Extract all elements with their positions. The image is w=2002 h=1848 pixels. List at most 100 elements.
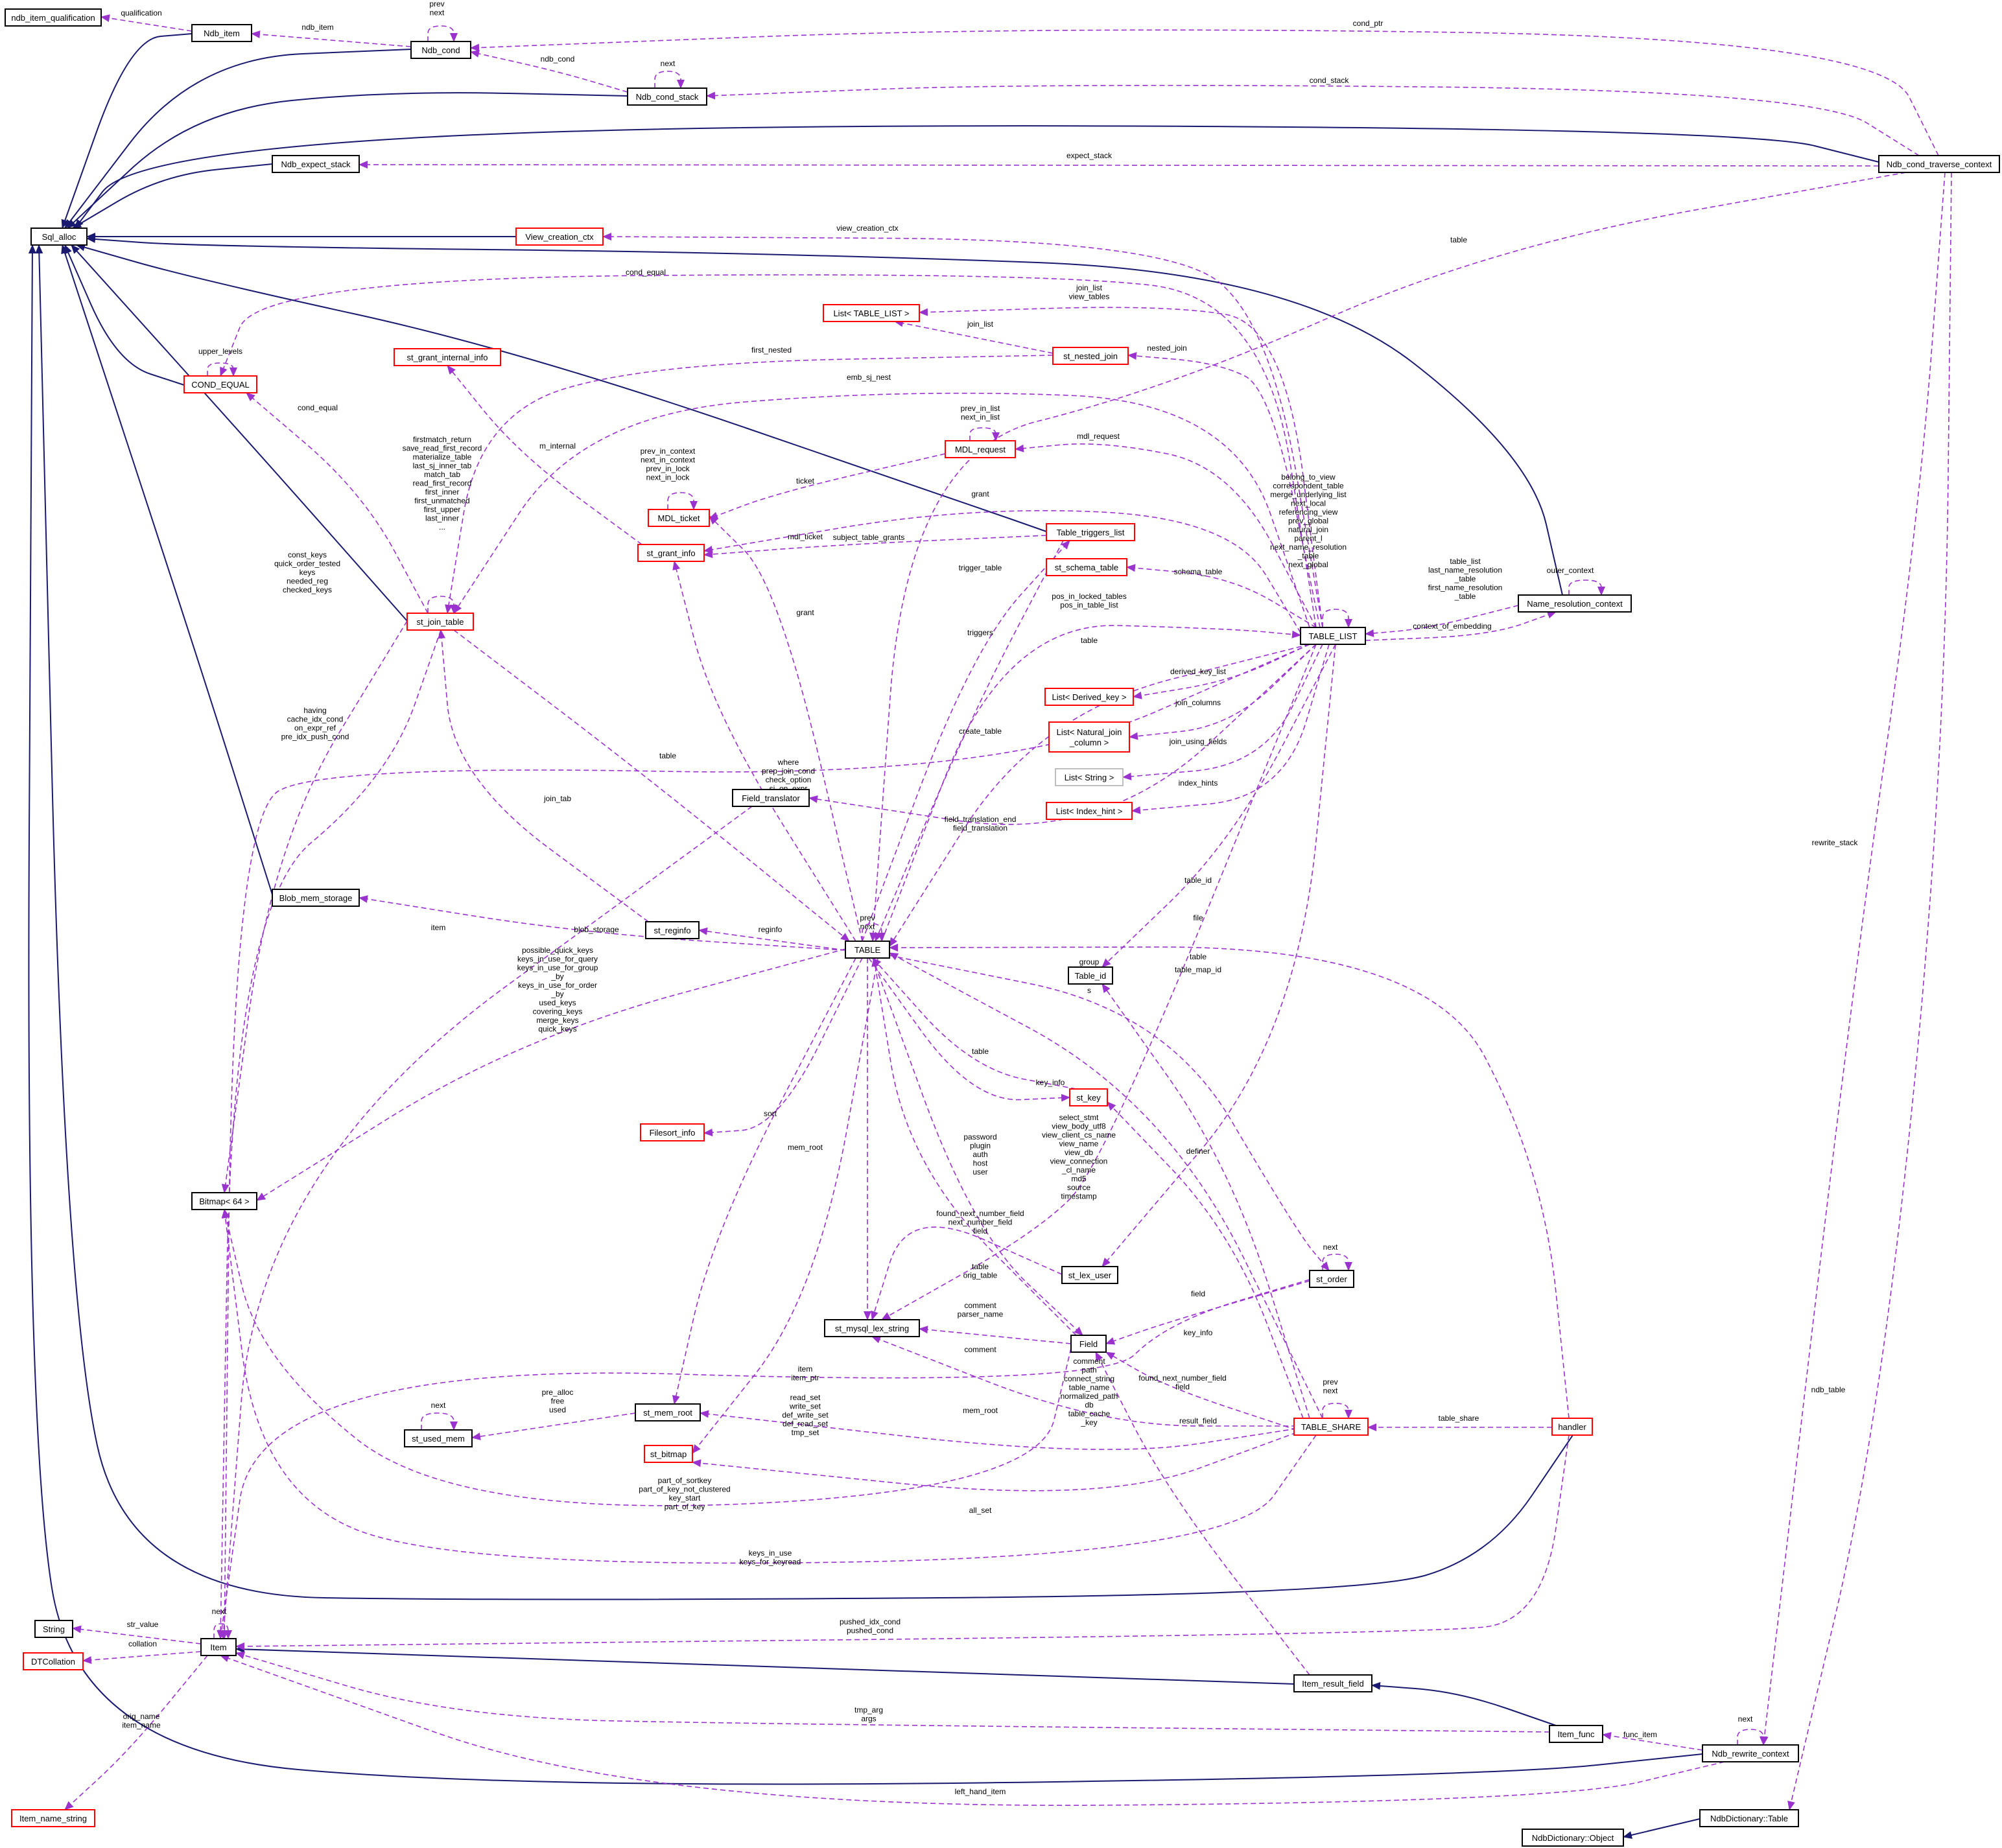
class-node-st-bitmap[interactable]: st_bitmap xyxy=(644,1445,693,1463)
node-label: st_join_table xyxy=(417,617,464,627)
class-node-st-grant-info[interactable]: st_grant_info xyxy=(637,544,705,562)
class-node-mdl-ticket[interactable]: MDL_ticket xyxy=(648,509,710,527)
node-box xyxy=(1293,1418,1369,1436)
class-node-st-mem-root[interactable]: st_mem_root xyxy=(635,1403,701,1421)
inheritance-edge-Name_resolution_context-to-Sql_alloc xyxy=(86,235,1563,596)
node-box xyxy=(406,613,474,631)
class-node-filesort-info[interactable]: Filesort_info xyxy=(640,1123,705,1141)
node-box xyxy=(5,8,102,27)
class-node-ndb-cond-stack[interactable]: Ndb_cond_stack xyxy=(627,88,707,106)
node-box xyxy=(191,24,252,42)
usage-edge-Ndb_cond_traverse_context-to-Ndb_expect_stack xyxy=(359,161,1879,169)
class-node-field-translator[interactable]: Field_translator xyxy=(732,789,810,807)
class-node-table-id[interactable]: Table_id xyxy=(1068,966,1113,985)
edge-label-blob_storage: blob_storage xyxy=(574,925,619,934)
class-node-bitmap-64[interactable]: Bitmap< 64 > xyxy=(191,1192,257,1210)
inheritance-edge-Table_triggers_list-to-Sql_alloc xyxy=(76,243,1047,532)
class-node-table-share[interactable]: TABLE_SHARE xyxy=(1293,1418,1369,1436)
class-node-item-result-field[interactable]: Item_result_field xyxy=(1293,1674,1372,1692)
edge-label-table_map_id: table_map_id xyxy=(1175,965,1221,974)
edge-label-key_info_share: key_info xyxy=(1184,1328,1213,1337)
class-node-st-used-mem[interactable]: st_used_mem xyxy=(404,1429,473,1447)
class-node-list-string[interactable]: List< String > xyxy=(1055,768,1124,786)
class-node-list-table-list[interactable]: List< TABLE_LIST > xyxy=(823,304,920,322)
node-label: Table_id xyxy=(1075,971,1106,981)
class-node-name-resolution-context[interactable]: Name_resolution_context xyxy=(1518,594,1632,613)
class-node-table-triggers-list[interactable]: Table_triggers_list xyxy=(1046,523,1135,541)
usage-edge-TABLE_LIST-to-Field_translator xyxy=(808,644,1317,825)
class-node-list-index-hint[interactable]: List< Index_hint > xyxy=(1046,802,1133,820)
edge-label-field_order: field xyxy=(1191,1289,1205,1298)
class-node-blob-mem-storage[interactable]: Blob_mem_storage xyxy=(272,889,360,907)
node-box xyxy=(272,889,360,907)
class-node-st-order[interactable]: st_order xyxy=(1309,1270,1354,1288)
edge-label-table_jt: table xyxy=(659,751,676,760)
usage-edge-MDL_request-to-MDL_request xyxy=(969,427,1000,441)
node-label: TABLE_SHARE xyxy=(1301,1422,1361,1432)
edge-label-s: s xyxy=(1087,986,1091,995)
usage-edge-TABLE_LIST-to-st_mysql_lex_string xyxy=(881,644,1317,1320)
class-node-ndb-rewrite-context[interactable]: Ndb_rewrite_context xyxy=(1702,1744,1799,1762)
class-node-ndb-cond-traverse-context[interactable]: Ndb_cond_traverse_context xyxy=(1878,155,2000,173)
edge-label-definer: definer xyxy=(1186,1147,1210,1156)
usage-edge-TABLE_LIST-to-st_grant_info xyxy=(703,509,1301,633)
node-label: List< Derived_key > xyxy=(1052,692,1127,702)
usage-edge-COND_EQUAL-to-COND_EQUAL xyxy=(207,362,237,377)
class-node-st-mysql-lex-string[interactable]: st_mysql_lex_string xyxy=(824,1319,920,1337)
node-label: Item_result_field xyxy=(1302,1679,1363,1689)
class-node-ndbdictionary-table[interactable]: NdbDictionary::Table xyxy=(1699,1809,1799,1827)
class-node-handler[interactable]: handler xyxy=(1551,1418,1593,1436)
usage-edge-handler-to-TABLE xyxy=(889,943,1570,1419)
class-node-ndb-expect-stack[interactable]: Ndb_expect_stack xyxy=(272,155,360,173)
node-box xyxy=(627,88,707,106)
class-node-st-nested-join[interactable]: st_nested_join xyxy=(1052,347,1129,365)
class-node-dtcollation[interactable]: DTCollation xyxy=(23,1652,84,1670)
class-node-st-schema-table[interactable]: st_schema_table xyxy=(1046,558,1127,576)
edge-label-all_set: all_set xyxy=(969,1506,992,1515)
class-node-st-join-table[interactable]: st_join_table xyxy=(406,613,474,631)
edge-label-table_share: table_share xyxy=(1439,1414,1479,1423)
usage-edge-TABLE_SHARE-to-st_mysql_lex_string xyxy=(871,1336,1297,1427)
edge-label-schema_table: schema_table xyxy=(1174,567,1223,576)
edge-label-str_value: str_value xyxy=(127,1620,159,1629)
edge-label-derived_key_list: derived_key_list xyxy=(1170,667,1227,676)
edge-label-collation: collation xyxy=(128,1639,157,1648)
class-node-st-lex-user[interactable]: st_lex_user xyxy=(1061,1266,1118,1284)
usage-edge-Ndb_rewrite_context-to-Item xyxy=(220,1654,1725,1806)
class-node-st-reginfo[interactable]: st_reginfo xyxy=(645,921,700,939)
class-node-table[interactable]: TABLE xyxy=(845,941,890,959)
class-node-item-func[interactable]: Item_func xyxy=(1549,1725,1603,1743)
class-node-table-list[interactable]: TABLE_LIST xyxy=(1300,627,1366,645)
inheritance-edge-NdbDictionary_Table-to-NdbDictionary_Object xyxy=(1623,1818,1701,1839)
class-node-list-derived-key[interactable]: List< Derived_key > xyxy=(1044,688,1134,706)
class-node-ndb-cond[interactable]: Ndb_cond xyxy=(410,41,471,59)
class-node-field[interactable]: Field xyxy=(1070,1335,1107,1353)
class-node-view-creation-ctx[interactable]: View_creation_ctx xyxy=(515,228,604,246)
class-node-st-grant-internal-info[interactable]: st_grant_internal_info xyxy=(394,348,501,366)
usage-edge-Field-to-TABLE xyxy=(871,957,1077,1336)
inheritance-edge-Item_func-to-Item_result_field xyxy=(1371,1681,1557,1726)
class-node-item[interactable]: Item xyxy=(200,1638,237,1656)
class-node-sql-alloc[interactable]: Sql_alloc xyxy=(30,228,88,246)
usage-edge-Item-to-Item_name_string xyxy=(64,1655,208,1810)
node-box xyxy=(1046,802,1133,820)
class-node-string[interactable]: String xyxy=(34,1620,73,1638)
usage-edge-st_used_mem-to-st_used_mem xyxy=(421,1412,458,1431)
node-label: Item xyxy=(210,1643,226,1652)
class-node-ndbdictionary-object[interactable]: NdbDictionary::Object xyxy=(1522,1829,1624,1847)
inheritance-edge-Ndb_expect_stack-to-Sql_alloc xyxy=(72,163,273,229)
usage-edge-TABLE_LIST-to-Name_resolution_context xyxy=(1365,611,1557,641)
class-node-st-key[interactable]: st_key xyxy=(1069,1088,1108,1106)
class-node-mdl-request[interactable]: MDL_request xyxy=(945,440,1016,458)
class-node-ndb-item-qualification[interactable]: ndb_item_qualification xyxy=(5,8,102,27)
node-label: List< Index_hint > xyxy=(1056,806,1123,816)
class-node-list-natural-join-column[interactable]: List< Natural_join_column > xyxy=(1048,721,1130,753)
class-node-ndb-item[interactable]: Ndb_item xyxy=(191,24,252,42)
class-node-cond-equal[interactable]: COND_EQUAL xyxy=(183,375,257,393)
usage-edge-TABLE-to-Field xyxy=(872,957,1083,1336)
class-node-item-name-string[interactable]: Item_name_string xyxy=(11,1809,95,1827)
node-box xyxy=(1046,523,1135,541)
